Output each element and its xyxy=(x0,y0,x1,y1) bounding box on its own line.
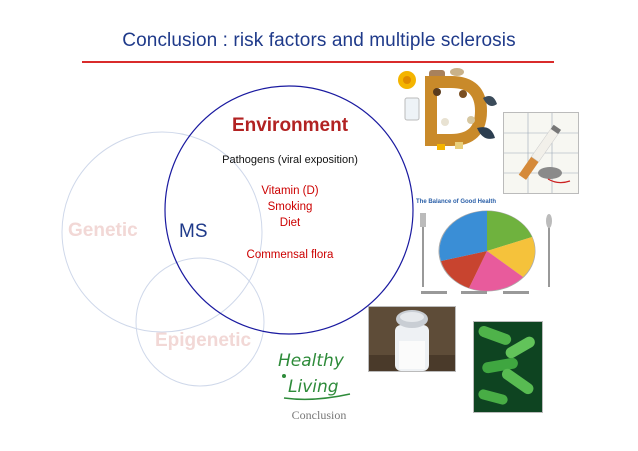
smoking-label: Smoking xyxy=(267,201,313,213)
ms-label: MS xyxy=(179,221,208,242)
genetic-label: Genetic xyxy=(68,220,138,241)
commensal-flora-label: Commensal flora xyxy=(246,249,334,261)
salt-shaker-photo xyxy=(368,306,456,372)
healthy-living-logo: Healthy Living xyxy=(278,351,351,401)
footer-caption: Conclusion xyxy=(291,408,347,422)
bacteria-icon xyxy=(474,322,542,412)
genetic-circle xyxy=(61,131,263,333)
cigarette-icon xyxy=(504,113,578,193)
leaf-icon xyxy=(282,374,286,378)
diet-label: Diet xyxy=(279,217,301,229)
salt-shaker-icon xyxy=(369,307,455,371)
healthy-text: Healthy xyxy=(278,351,345,371)
vitamin-d-label: Vitamin (D) xyxy=(261,185,319,197)
title-divider xyxy=(82,61,554,63)
slide-title: Conclusion : risk factors and multiple s… xyxy=(122,30,516,51)
environment-circle xyxy=(164,85,414,335)
pathogens-label: Pathogens (viral exposition) xyxy=(222,154,358,166)
plate-caption: The Balance of Good Health xyxy=(416,199,497,205)
epigenetic-label: Epigenetic xyxy=(155,330,252,351)
living-text: Living xyxy=(288,377,339,397)
epigenetic-circle xyxy=(135,257,265,387)
environment-label: Environment xyxy=(231,115,349,136)
balanced-diet-plate-icon xyxy=(420,210,552,294)
vitamin-d-foods-icon xyxy=(398,68,497,150)
bacteria-photo xyxy=(473,321,543,413)
cigarette-photo xyxy=(503,112,579,194)
